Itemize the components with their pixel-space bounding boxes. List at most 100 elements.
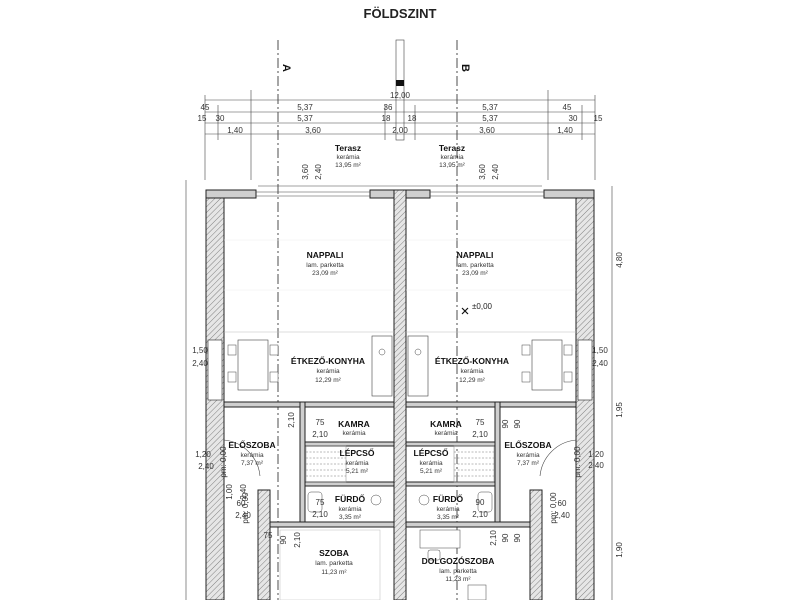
svg-text:1,95: 1,95	[615, 402, 624, 418]
svg-text:FÜRDŐ: FÜRDŐ	[335, 493, 366, 504]
svg-text:1,90: 1,90	[615, 542, 624, 558]
svg-text:11,23 m²: 11,23 m²	[321, 569, 347, 576]
svg-text:2,10: 2,10	[472, 510, 488, 519]
party-wall-chimney	[395, 39, 405, 141]
svg-text:75: 75	[316, 498, 325, 507]
stairs	[305, 445, 495, 483]
svg-text:2,40: 2,40	[235, 511, 251, 520]
svg-text:2,10: 2,10	[472, 430, 488, 439]
svg-text:13,95 m²: 13,95 m²	[439, 162, 465, 169]
svg-text:2,40: 2,40	[554, 511, 570, 520]
svg-text:75: 75	[316, 418, 325, 427]
svg-text:12,29 m²: 12,29 m²	[315, 377, 341, 384]
svg-text:Terasz: Terasz	[335, 143, 361, 153]
dim-r2-0: 45	[201, 103, 210, 112]
svg-text:23,09 m²: 23,09 m²	[312, 270, 338, 277]
right-dimensions: 4,80 1,50 2,40 1,95 1,20 2,40 2,40 60 90…	[513, 186, 624, 600]
desk	[419, 529, 487, 600]
plan-title: FÖLDSZINT	[364, 6, 437, 21]
svg-text:3,60: 3,60	[478, 164, 487, 180]
svg-text:12,29 m²: 12,29 m²	[459, 377, 485, 384]
section-axes: A B	[277, 39, 471, 600]
svg-text:kerámia: kerámia	[345, 460, 369, 467]
svg-text:kerámia: kerámia	[440, 154, 464, 161]
svg-text:13,95 m²: 13,95 m²	[335, 162, 361, 169]
svg-text:kerámia: kerámia	[336, 154, 360, 161]
bed	[279, 529, 381, 600]
svg-text:lam. parketta: lam. parketta	[456, 262, 494, 269]
elevation-mark: ±0,00	[461, 302, 493, 315]
svg-text:LÉPCSŐ: LÉPCSŐ	[414, 447, 449, 458]
bath-fixtures	[307, 491, 493, 513]
axis-a-label: A	[280, 64, 292, 72]
svg-text:2,40: 2,40	[239, 484, 248, 500]
svg-text:2,40: 2,40	[198, 462, 214, 471]
svg-text:1,00: 1,00	[225, 484, 234, 500]
room-lepcso-right: LÉPCSŐ kerámia 5,21 m²	[414, 447, 449, 475]
dim-r3-2: 5,37	[297, 114, 313, 123]
svg-text:kerámia: kerámia	[460, 368, 484, 375]
svg-text:5,21 m²: 5,21 m²	[346, 468, 369, 475]
svg-text:1,50: 1,50	[192, 346, 208, 355]
dim-r2-1: 5,37	[297, 103, 313, 112]
dim-r4-3: 3,60	[479, 126, 495, 135]
dim-total: 12,00	[390, 91, 411, 100]
svg-text:60: 60	[237, 499, 246, 508]
dim-r4-4: 1,40	[557, 126, 573, 135]
svg-text:90: 90	[501, 419, 510, 428]
terrace-dimensions: 3,60 2,40 3,60 2,40	[258, 164, 542, 187]
svg-text:2,40: 2,40	[314, 164, 323, 180]
dim-r2-4: 45	[563, 103, 572, 112]
terrace-right: Terasz kerámia 13,95 m²	[439, 143, 466, 169]
svg-text:SZOBA: SZOBA	[319, 548, 349, 558]
svg-text:90: 90	[513, 419, 522, 428]
axis-b-label: B	[459, 64, 471, 72]
svg-text:2,40: 2,40	[592, 359, 608, 368]
dim-r4-0: 1,40	[227, 126, 243, 135]
svg-text:lam. parketta: lam. parketta	[315, 560, 353, 567]
svg-text:pm: 0,00: pm: 0,00	[549, 492, 558, 524]
svg-text:kerámia: kerámia	[342, 430, 366, 437]
svg-text:5,21 m²: 5,21 m²	[420, 468, 443, 475]
svg-text:4,80: 4,80	[615, 252, 624, 268]
svg-text:kerámia: kerámia	[316, 368, 340, 375]
dim-r3-0: 15	[198, 114, 207, 123]
room-etkezo-left: ÉTKEZŐ-KONYHA kerámia 12,29 m²	[291, 355, 365, 384]
dining-table-left	[227, 339, 279, 391]
room-nappali-right: NAPPALI lam. parketta 23,09 m²	[456, 250, 494, 277]
svg-text:ÉTKEZŐ-KONYHA: ÉTKEZŐ-KONYHA	[435, 355, 509, 366]
svg-text:lam. parketta: lam. parketta	[306, 262, 344, 269]
dim-r3-6: 30	[569, 114, 578, 123]
svg-text:kerámia: kerámia	[436, 506, 460, 513]
svg-text:KAMRA: KAMRA	[338, 419, 370, 429]
walls	[205, 189, 595, 600]
svg-text:1,20: 1,20	[588, 450, 604, 459]
svg-text:1,50: 1,50	[592, 346, 608, 355]
room-eloszoba-right: ELŐSZOBA kerámia 7,37 m²	[504, 439, 551, 467]
dim-r4-1: 3,60	[305, 126, 321, 135]
svg-text:90: 90	[279, 535, 288, 544]
room-eloszoba-left: ELŐSZOBA kerámia 7,37 m²	[228, 439, 275, 467]
svg-text:2,10: 2,10	[312, 430, 328, 439]
svg-text:FÜRDŐ: FÜRDŐ	[433, 493, 464, 504]
svg-text:NAPPALI: NAPPALI	[457, 250, 494, 260]
room-szoba: SZOBA lam. parketta 11,23 m²	[315, 548, 353, 576]
svg-text:kerámia: kerámia	[419, 460, 443, 467]
svg-text:90: 90	[476, 498, 485, 507]
room-kamra-left: KAMRA kerámia	[338, 419, 370, 437]
svg-text:2,10: 2,10	[287, 412, 296, 428]
svg-text:75: 75	[476, 418, 485, 427]
sill-labels: pm: 0,00 pm: 0,00 pm: 0,00 pm: 0,00	[219, 446, 582, 524]
svg-text:kerámia: kerámia	[516, 452, 540, 459]
svg-text:lam. parketta: lam. parketta	[439, 568, 477, 575]
kitchen-counters	[371, 335, 429, 397]
svg-text:2,40: 2,40	[192, 359, 208, 368]
chimney-mark	[396, 80, 404, 86]
svg-text:75: 75	[264, 531, 273, 540]
svg-text:ELŐSZOBA: ELŐSZOBA	[228, 439, 275, 450]
svg-text:2,10: 2,10	[312, 510, 328, 519]
svg-text:ÉTKEZŐ-KONYHA: ÉTKEZŐ-KONYHA	[291, 355, 365, 366]
dim-r4-2: 2,00	[392, 126, 408, 135]
svg-text:3,60: 3,60	[301, 164, 310, 180]
